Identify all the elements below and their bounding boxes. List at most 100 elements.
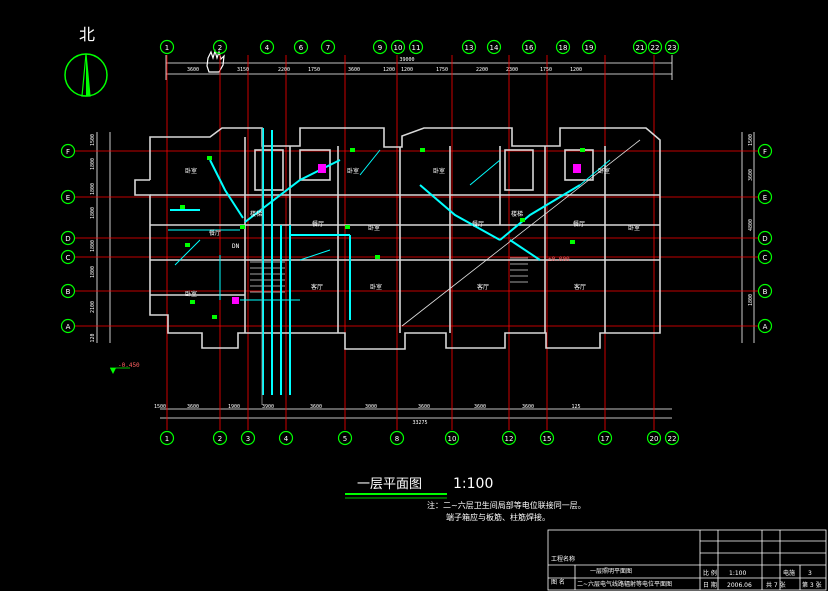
axis-right-B-label: B bbox=[763, 288, 768, 296]
dim-top-0: 3600 bbox=[187, 67, 199, 73]
axis-left-F: F bbox=[60, 143, 76, 159]
axis-top-9-label: 9 bbox=[378, 44, 382, 52]
axis-top-1-label: 1 bbox=[165, 44, 169, 52]
drawing-scale: 1:100 bbox=[453, 476, 493, 492]
axis-left-D-label: D bbox=[65, 235, 70, 243]
axis-top-6-label: 6 bbox=[299, 44, 304, 52]
dim-bottom-9: 125 bbox=[571, 404, 580, 410]
svg-text:2006.06: 2006.06 bbox=[727, 582, 752, 589]
north-arrow-icon: 北 bbox=[64, 25, 108, 97]
axis-top-16: 16 bbox=[521, 39, 537, 55]
axis-top-2-label: 2 bbox=[218, 44, 222, 52]
diagonal-line bbox=[401, 139, 641, 327]
axis-right-B: B bbox=[757, 283, 773, 299]
dim-right-1: 3600 bbox=[748, 169, 754, 181]
notes: 注：二~六层卫生间局部等电位联接同一层。 端子箱应与板筋、柱筋焊接。 bbox=[427, 500, 586, 522]
axis-bottom-2: 2 bbox=[212, 430, 228, 446]
note-2: 端子箱应与板筋、柱筋焊接。 bbox=[446, 512, 550, 522]
dim-bottom-1: 3600 bbox=[187, 404, 199, 410]
svg-text:卧室: 卧室 bbox=[598, 167, 610, 175]
axis-bottom-15-label: 15 bbox=[543, 435, 552, 443]
axis-top-2: 2 bbox=[212, 39, 228, 55]
axis-left-E: E bbox=[60, 189, 76, 205]
axis-right-C-label: C bbox=[763, 254, 768, 262]
bottom-dimension-lines bbox=[160, 408, 672, 419]
axis-bottom-17-label: 17 bbox=[601, 435, 610, 443]
axis-top-7-label: 7 bbox=[326, 44, 330, 52]
axis-bottom-8-label: 8 bbox=[395, 435, 399, 443]
drawing-title: 一层平面图 bbox=[357, 477, 422, 492]
axis-top-23-label: 23 bbox=[668, 44, 677, 52]
dim-bottom-4: 3600 bbox=[310, 404, 322, 410]
axis-top-4-label: 4 bbox=[265, 44, 270, 52]
axis-top-7: 7 bbox=[320, 39, 336, 55]
axis-top-6: 6 bbox=[293, 39, 309, 55]
svg-text:图 名: 图 名 bbox=[551, 578, 565, 586]
dim-bottom-6: 3600 bbox=[418, 404, 430, 410]
axis-left-A: A bbox=[60, 318, 76, 334]
svg-text:日 期: 日 期 bbox=[703, 581, 717, 589]
axis-top-21-label: 21 bbox=[636, 44, 645, 52]
axis-right-F-label: F bbox=[763, 148, 767, 156]
axis-top-18-label: 18 bbox=[559, 44, 568, 52]
junction-boxes bbox=[232, 164, 581, 304]
axis-top-14-label: 14 bbox=[490, 44, 499, 52]
axis-bottom-4: 4 bbox=[278, 430, 294, 446]
axis-top-13-label: 13 bbox=[465, 44, 474, 52]
dim-right-0: 1500 bbox=[748, 134, 754, 146]
dim-left-0: 1500 bbox=[90, 134, 96, 146]
svg-text:工程名称: 工程名称 bbox=[551, 555, 575, 563]
dim-top-7: 1750 bbox=[436, 67, 448, 73]
axis-top-1: 1 bbox=[159, 39, 175, 55]
svg-text:卧室: 卧室 bbox=[370, 283, 382, 291]
dim-left-4: 1800 bbox=[90, 240, 96, 252]
axis-bottom-5: 5 bbox=[337, 430, 353, 446]
elevation-marker: -0.450 ±0.000 bbox=[110, 256, 570, 374]
axis-right-F: F bbox=[757, 143, 773, 159]
svg-text:客厅: 客厅 bbox=[574, 283, 586, 291]
axis-left-C: C bbox=[60, 249, 76, 265]
axis-top-4: 4 bbox=[259, 39, 275, 55]
room-labels: 卧室 卧室 卧室 卧室 餐厅 餐厅 餐厅 餐厅 卧室 卧室 楼梯 楼梯 卧室 客… bbox=[185, 167, 640, 298]
axis-top-22-label: 22 bbox=[651, 44, 660, 52]
axis-top-22: 22 bbox=[647, 39, 663, 55]
axis-bottom-12-label: 12 bbox=[505, 435, 514, 443]
svg-text:客厅: 客厅 bbox=[311, 283, 323, 291]
axis-bottom-12: 12 bbox=[501, 430, 517, 446]
svg-text:二~六层电气线路辐射等电位平面图: 二~六层电气线路辐射等电位平面图 bbox=[577, 580, 672, 588]
dim-top-1: 3150 bbox=[237, 67, 249, 73]
dim-left-6: 2100 bbox=[90, 301, 96, 313]
dim-bottom-2: 1900 bbox=[228, 404, 240, 410]
axis-bottom-2-label: 2 bbox=[218, 435, 222, 443]
dim-left-5: 1800 bbox=[90, 266, 96, 278]
dim-top-8: 2200 bbox=[476, 67, 488, 73]
dim-right-3: 1800 bbox=[748, 294, 754, 306]
svg-text:一层照明平面图: 一层照明平面图 bbox=[590, 568, 632, 575]
dim-bottom-5: 3000 bbox=[365, 404, 377, 410]
axis-bottom-10: 10 bbox=[444, 430, 460, 446]
axis-left-B-label: B bbox=[66, 288, 71, 296]
side-dimension-lines bbox=[96, 132, 755, 343]
axis-top-11-label: 11 bbox=[412, 44, 421, 52]
light-fixtures bbox=[180, 148, 585, 319]
dim-top-9: 2300 bbox=[506, 67, 518, 73]
axis-bottom-15: 15 bbox=[539, 430, 555, 446]
dim-top-10: 1750 bbox=[540, 67, 552, 73]
riser-label: DN bbox=[232, 243, 240, 250]
dim-left-3: 1800 bbox=[90, 207, 96, 219]
axis-left-F-label: F bbox=[66, 148, 70, 156]
dim-left-1: 1800 bbox=[90, 158, 96, 170]
axis-bottom-20: 20 bbox=[646, 430, 662, 446]
dim-left-2: 1800 bbox=[90, 183, 96, 195]
svg-text:1:100: 1:100 bbox=[729, 570, 746, 577]
axis-right-A-label: A bbox=[763, 323, 768, 331]
building-walls bbox=[134, 127, 661, 350]
svg-text:餐厅: 餐厅 bbox=[312, 220, 324, 228]
axis-top-11: 11 bbox=[408, 39, 424, 55]
axis-top-10: 10 bbox=[390, 39, 406, 55]
title-block-text: 工程名称 图 名 一层照明平面图 二~六层电气线路辐射等电位平面图 比 例 1:… bbox=[551, 555, 822, 589]
dim-bottom-7: 3600 bbox=[474, 404, 486, 410]
